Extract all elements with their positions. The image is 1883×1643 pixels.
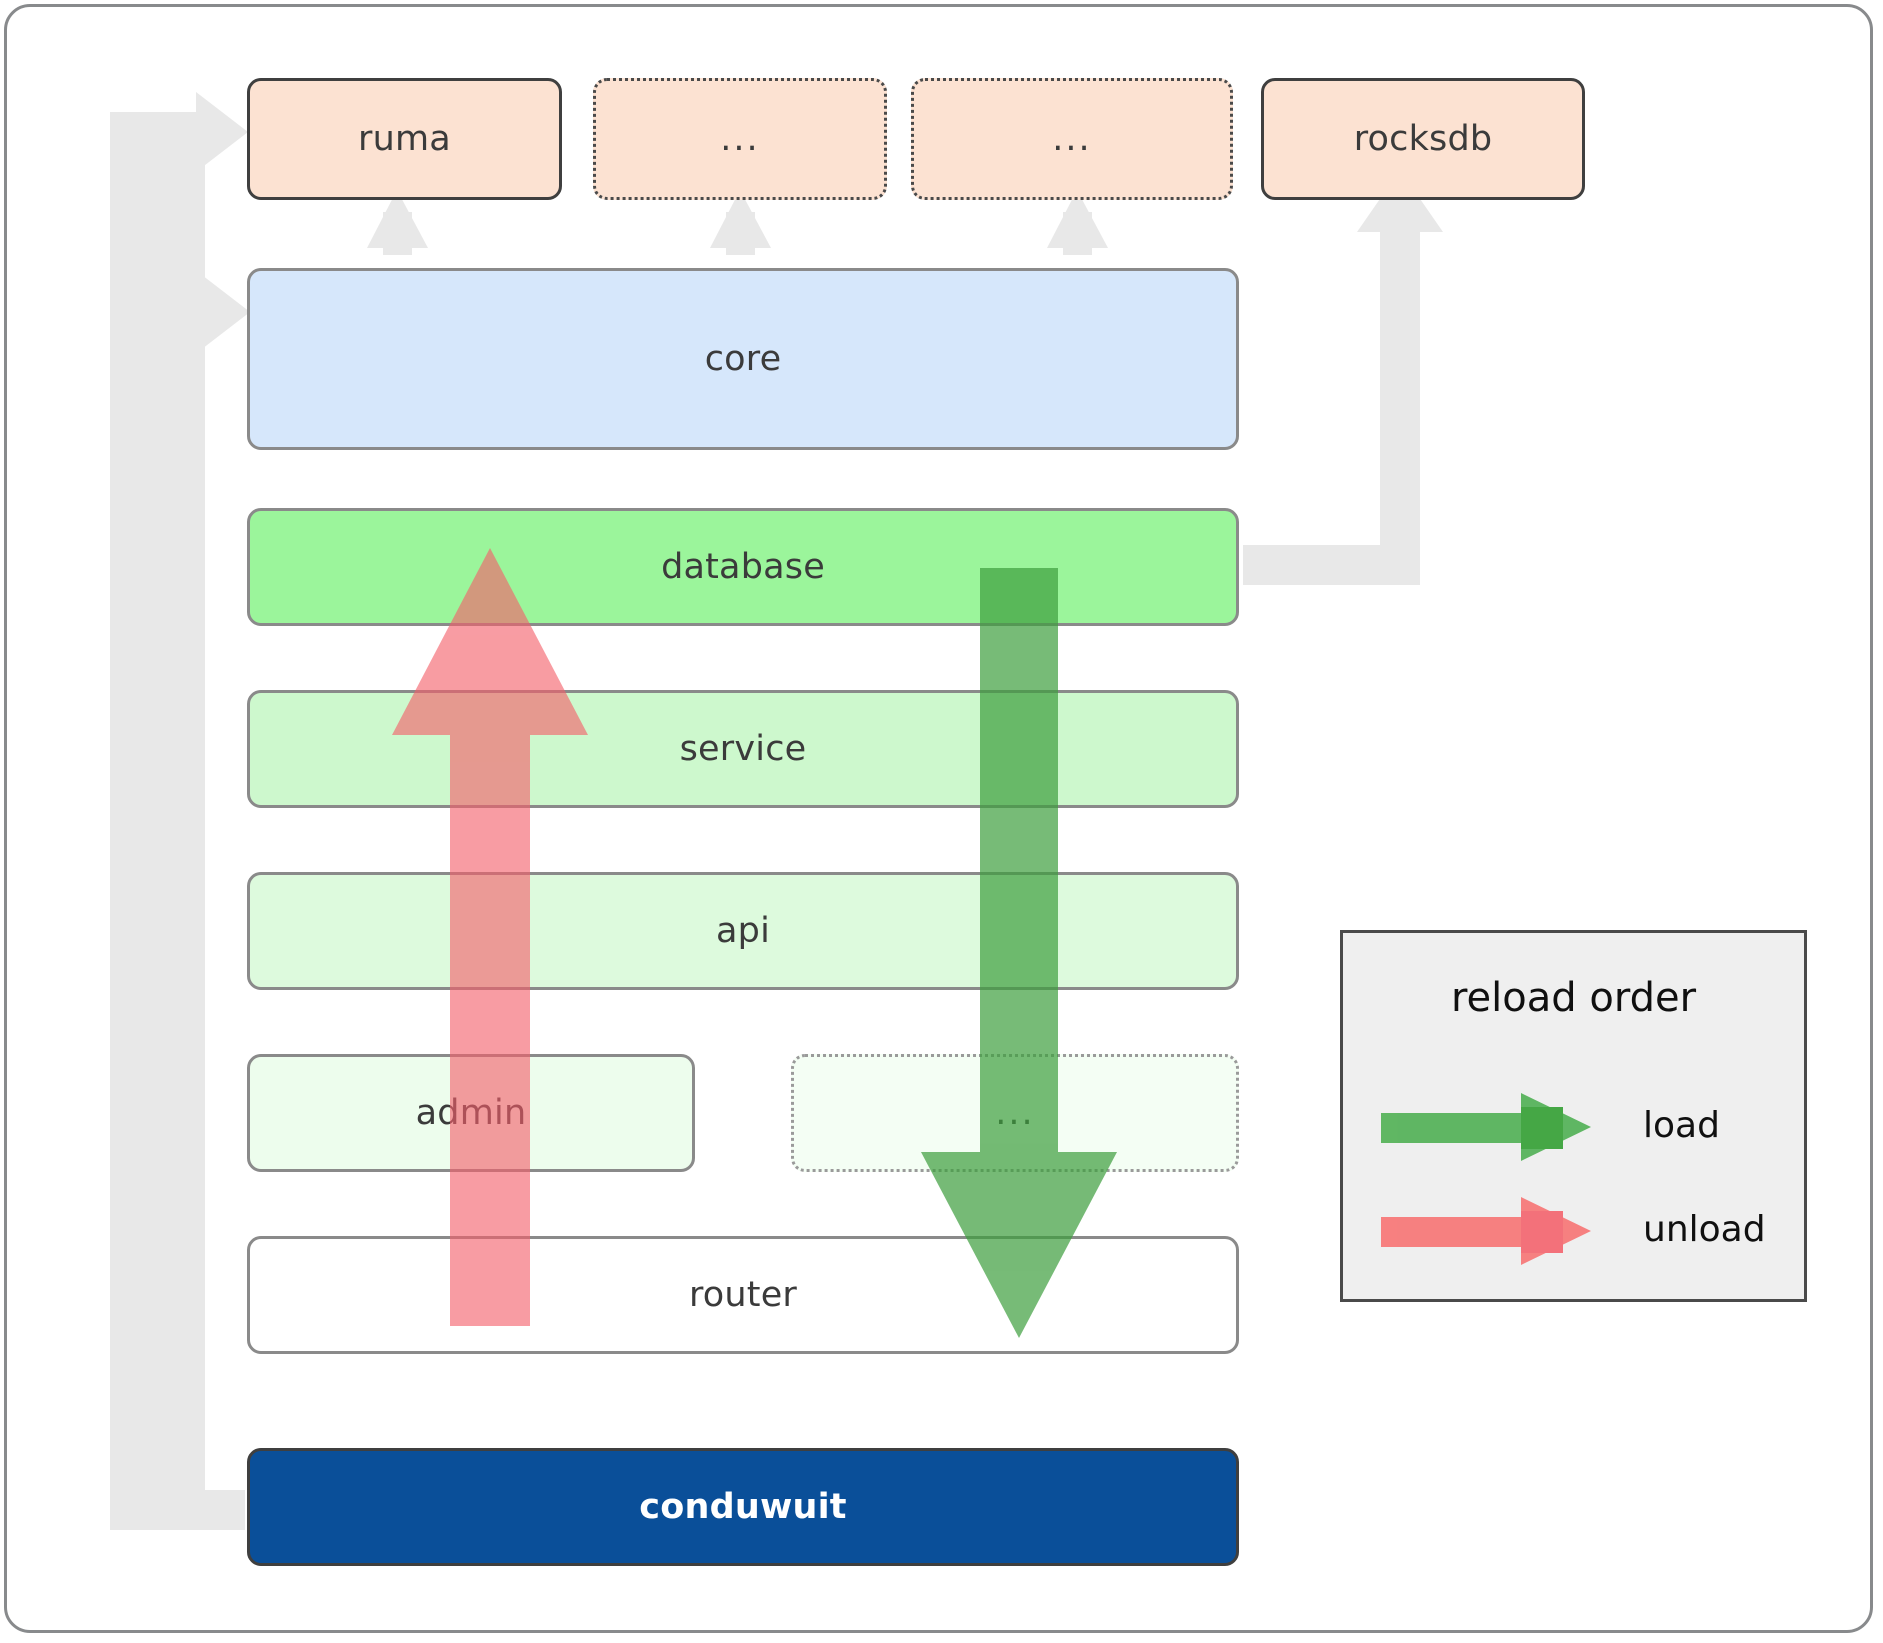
node-database[interactable]: database bbox=[247, 508, 1239, 626]
legend-box: reload order load unload bbox=[1340, 930, 1807, 1302]
node-database-label: database bbox=[661, 547, 825, 587]
node-rocksdb[interactable]: rocksdb bbox=[1261, 78, 1585, 200]
node-router-label: router bbox=[688, 1275, 798, 1315]
node-conduwuit[interactable]: conduwuit bbox=[247, 1448, 1239, 1566]
legend-load-label: load bbox=[1643, 1105, 1720, 1146]
node-ruma[interactable]: ruma bbox=[247, 78, 562, 200]
legend-unload-label: unload bbox=[1643, 1209, 1766, 1250]
node-stack-ellipsis-label: ... bbox=[995, 1093, 1035, 1133]
node-dep-ellipsis-1-label: ... bbox=[720, 119, 760, 159]
node-core-label: core bbox=[704, 339, 782, 379]
node-stack-ellipsis[interactable]: ... bbox=[791, 1054, 1239, 1172]
node-dep-ellipsis-1[interactable]: ... bbox=[593, 78, 887, 200]
node-api[interactable]: api bbox=[247, 872, 1239, 990]
node-api-label: api bbox=[716, 911, 770, 951]
legend-load-arrow-icon bbox=[1381, 1093, 1591, 1161]
node-service[interactable]: service bbox=[247, 690, 1239, 808]
node-dep-ellipsis-2-label: ... bbox=[1052, 119, 1092, 159]
node-router[interactable]: router bbox=[247, 1236, 1239, 1354]
node-service-label: service bbox=[679, 729, 807, 769]
legend-title: reload order bbox=[1450, 975, 1697, 1021]
legend-unload-arrow-icon bbox=[1381, 1197, 1591, 1265]
node-core[interactable]: core bbox=[247, 268, 1239, 450]
node-admin[interactable]: admin bbox=[247, 1054, 695, 1172]
node-rocksdb-label: rocksdb bbox=[1353, 119, 1493, 159]
diagram-frame bbox=[4, 4, 1873, 1633]
node-ruma-label: ruma bbox=[358, 119, 451, 159]
node-conduwuit-label: conduwuit bbox=[639, 1487, 847, 1527]
node-admin-label: admin bbox=[415, 1093, 527, 1133]
node-dep-ellipsis-2[interactable]: ... bbox=[911, 78, 1233, 200]
